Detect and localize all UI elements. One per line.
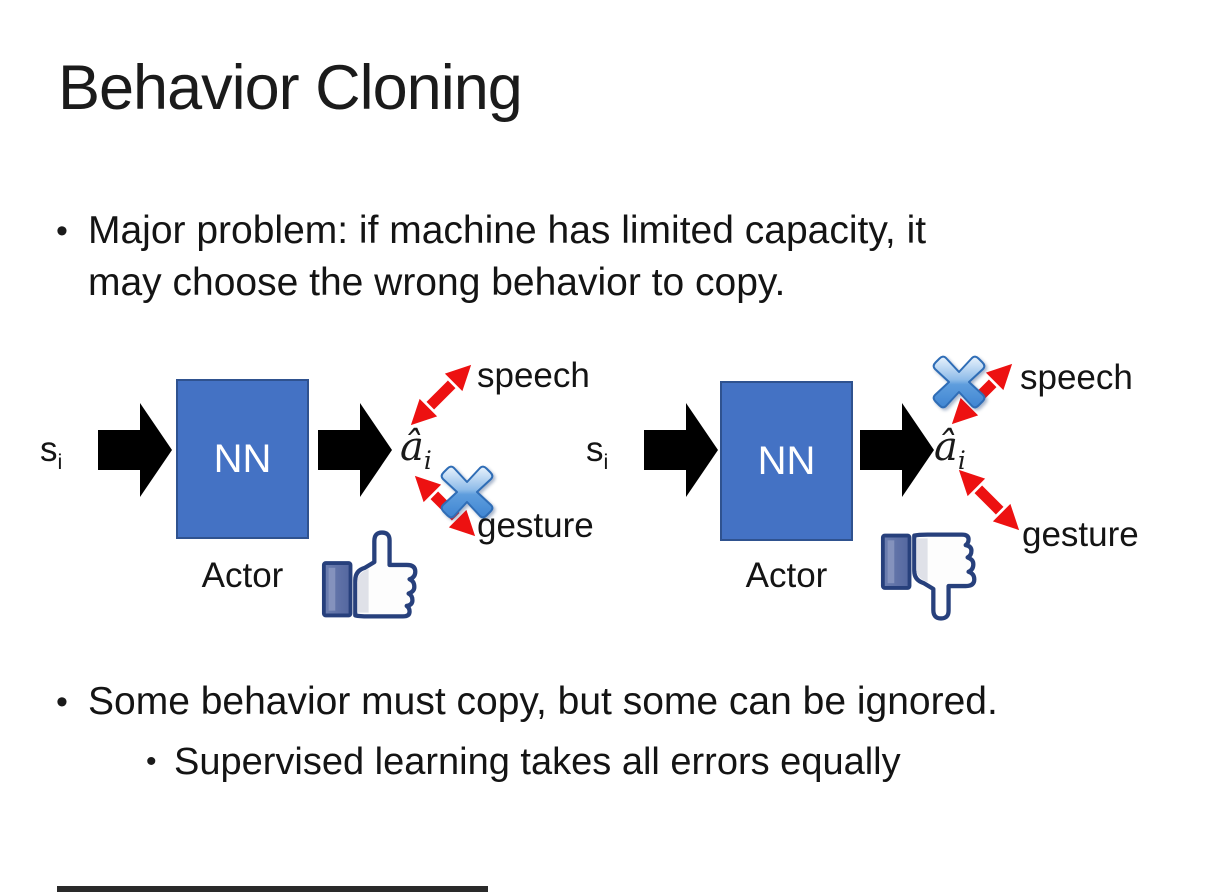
left-gesture-label: gesture bbox=[477, 506, 594, 545]
action-subscript: i bbox=[957, 446, 966, 475]
left-speech-arrow-icon bbox=[410, 364, 472, 426]
thumbs-down-icon bbox=[880, 532, 977, 621]
left-input-arrow-icon bbox=[98, 403, 172, 497]
right-input-state-label: si bbox=[586, 430, 608, 472]
action-symbol: â bbox=[934, 424, 958, 470]
right-speech-label: speech bbox=[1020, 358, 1133, 397]
slide-title: Behavior Cloning bbox=[58, 53, 523, 123]
left-nn-box: NN bbox=[176, 379, 309, 539]
bullet-line-1: Major problem: if machine has limited ca… bbox=[88, 209, 927, 252]
right-actor-caption: Actor bbox=[745, 556, 828, 595]
bullet-major-problem-text: Major problem: if machine has limited ca… bbox=[88, 205, 926, 309]
bullet-marker: • bbox=[56, 212, 68, 250]
left-input-state-label: si bbox=[40, 430, 62, 472]
right-output-arrow-icon bbox=[860, 403, 934, 497]
sub-bullet-supervised: • Supervised learning takes all errors e… bbox=[146, 737, 1146, 787]
right-gesture-label: gesture bbox=[1022, 515, 1139, 554]
bullet-line-2: may choose the wrong behavior to copy. bbox=[88, 261, 786, 304]
right-cross-out-icon bbox=[932, 355, 986, 409]
bullet-major-problem: • Major problem: if machine has limited … bbox=[56, 205, 1156, 309]
state-subscript: i bbox=[603, 449, 609, 474]
state-symbol: s bbox=[40, 430, 58, 469]
right-input-arrow-icon bbox=[644, 403, 718, 497]
clipped-next-line-bar bbox=[57, 886, 488, 892]
sub-bullet-supervised-text: Supervised learning takes all errors equ… bbox=[174, 741, 901, 783]
right-nn-box: NN bbox=[720, 381, 853, 541]
right-predicted-action-label: âi bbox=[934, 424, 966, 473]
left-actor-caption: Actor bbox=[201, 556, 284, 595]
left-cross-out-icon bbox=[440, 465, 494, 519]
left-predicted-action-label: âi bbox=[400, 424, 432, 473]
bullet-marker: • bbox=[56, 683, 68, 721]
left-speech-label: speech bbox=[477, 356, 590, 395]
bullet-some-behavior: • Some behavior must copy, but some can … bbox=[56, 676, 1176, 728]
bullet-some-behavior-text: Some behavior must copy, but some can be… bbox=[88, 680, 998, 723]
state-symbol: s bbox=[586, 430, 604, 469]
nn-label: NN bbox=[213, 436, 272, 481]
state-subscript: i bbox=[57, 449, 63, 474]
thumbs-up-icon bbox=[321, 530, 418, 619]
action-symbol: â bbox=[400, 424, 424, 470]
action-subscript: i bbox=[423, 446, 432, 475]
left-output-arrow-icon bbox=[318, 403, 392, 497]
nn-label: NN bbox=[757, 438, 816, 483]
right-gesture-arrow-icon bbox=[958, 469, 1020, 531]
bullet-marker: • bbox=[146, 745, 157, 778]
